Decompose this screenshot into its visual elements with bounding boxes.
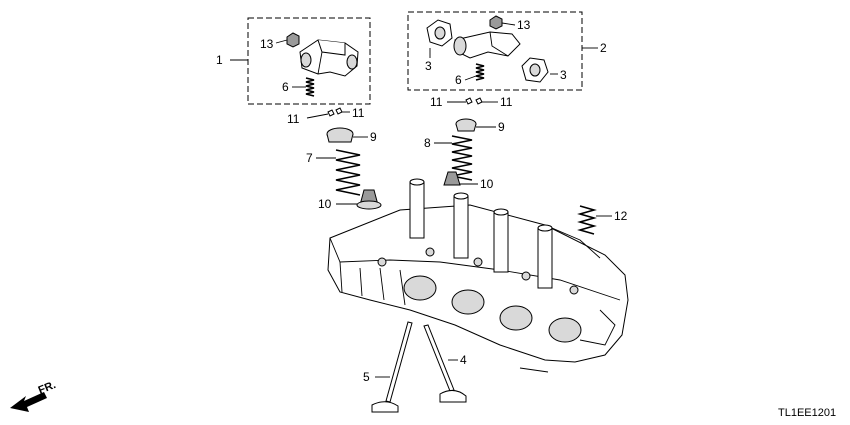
collar-3-upper: [426, 19, 453, 47]
callout-11-right-b: 11: [500, 95, 513, 109]
callout-11-left-b: 11: [352, 106, 365, 120]
group-box-2: [407, 11, 583, 91]
spring-6-right: [475, 63, 485, 81]
leader-lines: [230, 22, 612, 378]
front-arrow-icon: [10, 392, 47, 412]
collar-3-right: [521, 57, 549, 83]
callout-3-right: 3: [560, 68, 567, 82]
diagram-code: TL1EE1201: [778, 407, 836, 419]
cotter-11-left: [327, 107, 343, 117]
stem-seal-10-right: [443, 171, 461, 186]
valve-spring-7: [335, 149, 361, 196]
rocker-arm-assembly-right: [453, 31, 521, 59]
retainer-9-left: [326, 127, 354, 143]
callout-6-left: 6: [282, 80, 289, 94]
rocker-arm-assembly-left: [299, 39, 359, 77]
valve-spring-8: [451, 135, 473, 181]
intake-valve-5: [371, 321, 413, 413]
lock-nut-13-right: [489, 15, 503, 30]
group-box-1: [247, 17, 371, 105]
callout-13-right: 13: [517, 18, 531, 32]
callout-labels: 1 13 6 11 11 9 7 10 2 13 3 6 3 3 11 11 9…: [216, 18, 628, 384]
front-direction-label: FR.: [37, 379, 58, 397]
callout-8: 8: [424, 136, 431, 150]
callout-1: 1: [216, 53, 223, 67]
stem-seal-10-left: [356, 189, 382, 210]
callout-13-left: 13: [260, 37, 274, 51]
callout-5: 5: [363, 370, 370, 384]
callout-10-left: 10: [318, 197, 332, 211]
valve-spring-12: [577, 205, 597, 235]
callout-11-left-a: 11: [287, 112, 300, 126]
front-direction-indicator: FR.: [10, 379, 58, 412]
lock-nut-13-left: [286, 32, 300, 48]
callout-11-right-a: 11: [430, 95, 443, 109]
retainer-9-right: [455, 118, 477, 132]
callout-4: 4: [460, 353, 467, 367]
callout-6-right: 6: [455, 73, 462, 87]
callout-3-upper: 3: [425, 59, 432, 73]
callout-7: 7: [306, 151, 313, 165]
callout-2: 2: [600, 41, 607, 55]
spring-6-left: [305, 77, 315, 97]
callout-9-right: 9: [498, 120, 505, 134]
cylinder-head: [327, 178, 629, 373]
callout-12: 12: [614, 209, 628, 223]
exhaust-valve-4: [423, 324, 467, 403]
callout-9-left: 9: [370, 130, 377, 144]
cotter-11-right: [465, 97, 483, 105]
callout-10-right: 10: [480, 177, 494, 191]
